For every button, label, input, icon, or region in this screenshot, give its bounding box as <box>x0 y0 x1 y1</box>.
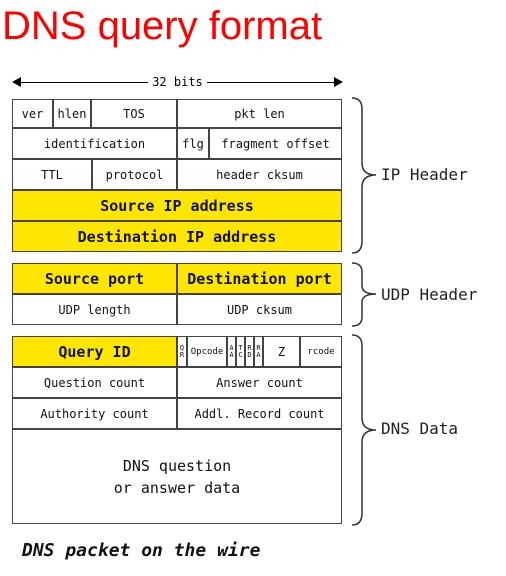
field-destination-ip: Destination IP address <box>12 221 342 252</box>
bit-width-label: 32 bits <box>148 75 207 89</box>
field-protocol: protocol <box>92 159 177 190</box>
field-hlen: hlen <box>53 99 91 128</box>
flag-letter: Q <box>179 343 185 352</box>
field-answer-count: Answer count <box>177 367 342 398</box>
field-source-port: Source port <box>12 263 177 294</box>
field-ra: R A <box>254 336 263 367</box>
field-flg: flg <box>177 128 209 159</box>
dns-data-brace <box>351 334 377 526</box>
field-destination-port: Destination port <box>177 263 342 294</box>
flag-letter: A <box>229 350 234 359</box>
field-question-count: Question count <box>12 367 177 398</box>
udp-header-label: UDP Header <box>381 285 478 304</box>
bit-width-indicator: 32 bits <box>12 73 343 91</box>
arrow-right-icon <box>334 77 343 87</box>
flag-letter: A <box>256 350 261 359</box>
flag-letter: T <box>238 343 243 352</box>
field-udp-length: UDP length <box>12 294 177 325</box>
field-query-id: Query ID <box>12 336 177 367</box>
field-source-ip: Source IP address <box>12 190 342 221</box>
flag-letter: C <box>238 350 243 359</box>
field-tos: TOS <box>91 99 177 128</box>
field-header-cksum: header cksum <box>177 159 342 190</box>
dns-data-label: DNS Data <box>381 419 459 438</box>
field-aa: A A <box>227 336 236 367</box>
field-udp-cksum: UDP cksum <box>177 294 342 325</box>
field-qr: Q R <box>177 336 187 367</box>
field-rd: R D <box>245 336 254 367</box>
dns-question-line-2: or answer data <box>113 478 241 497</box>
field-dns-question-data: DNS question or answer data <box>12 429 342 524</box>
page-title: DNS query format <box>2 4 323 48</box>
flag-letter: R <box>247 343 252 352</box>
field-z: Z <box>263 336 300 367</box>
field-opcode: Opcode <box>187 336 227 367</box>
ip-header-label: IP Header <box>381 165 468 184</box>
udp-header-brace <box>351 262 377 327</box>
figure-caption: DNS packet on the wire <box>22 540 261 561</box>
field-ver: ver <box>12 99 53 128</box>
ip-header-brace <box>351 97 377 254</box>
flag-letter: R <box>256 343 261 352</box>
field-identification: identification <box>12 128 177 159</box>
flag-letter: R <box>179 350 185 359</box>
dns-question-line-1: DNS question <box>122 456 232 475</box>
field-pkt-len: pkt len <box>177 99 342 128</box>
field-addl-record-count: Addl. Record count <box>177 398 342 429</box>
field-ttl: TTL <box>12 159 92 190</box>
flag-letter: D <box>247 350 252 359</box>
field-rcode: rcode <box>300 336 342 367</box>
field-tc: T C <box>236 336 245 367</box>
flag-letter: A <box>229 343 234 352</box>
field-fragment-offset: fragment offset <box>209 128 342 159</box>
field-authority-count: Authority count <box>12 398 177 429</box>
